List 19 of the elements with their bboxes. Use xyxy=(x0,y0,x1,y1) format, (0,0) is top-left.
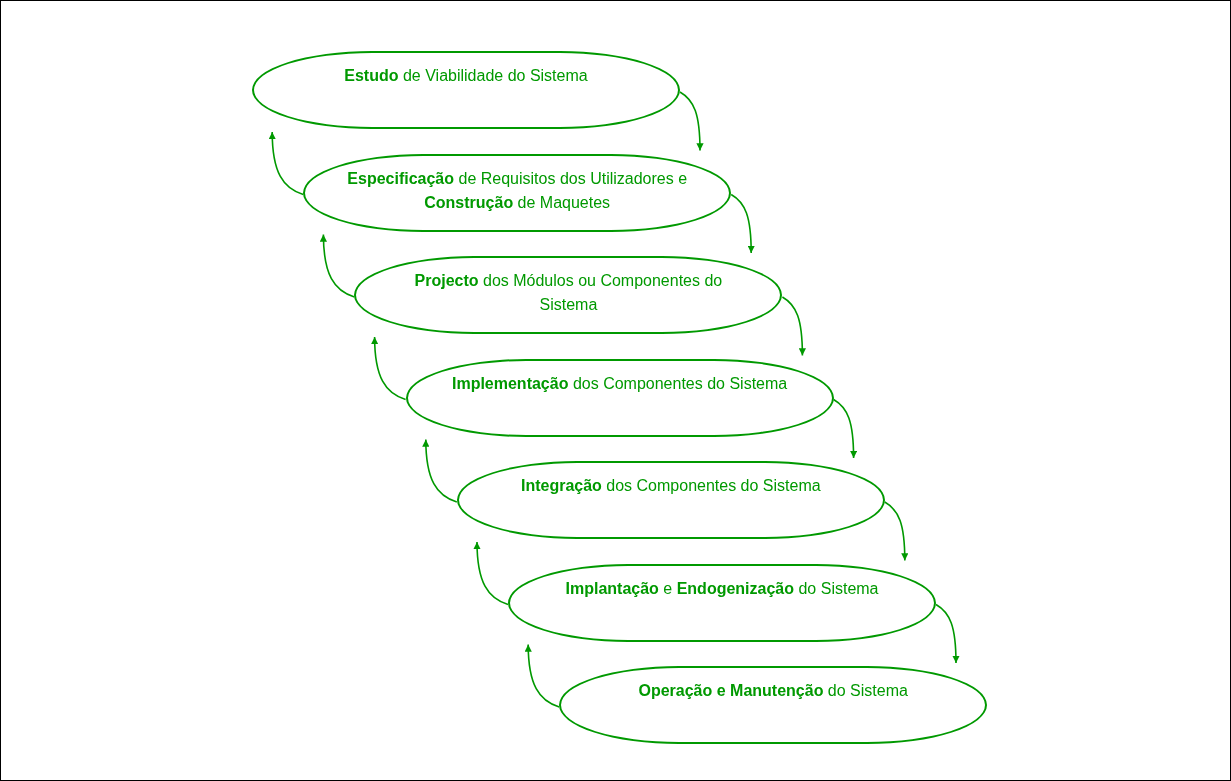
curved-arrow xyxy=(268,131,304,196)
stage-label: Integração dos Componentes do Sistema xyxy=(520,476,821,496)
stage-label: Implantação e Endogenização do Sistema xyxy=(565,578,879,599)
stage-label: Projecto dos Módulos ou Componentes do Sistema xyxy=(413,271,724,315)
curved-arrow xyxy=(422,438,458,503)
curved-arrow xyxy=(524,643,560,708)
curved-arrow xyxy=(884,501,909,562)
curved-arrow xyxy=(935,603,960,664)
stage-label: Implementação dos Componentes do Sistema xyxy=(451,373,788,394)
curved-arrow xyxy=(730,193,755,254)
curved-arrow xyxy=(319,233,356,298)
curved-arrow xyxy=(832,398,858,459)
curved-arrow xyxy=(679,91,704,152)
curved-arrow xyxy=(473,541,509,606)
stage-label: Estudo de Viabilidade do Sistema xyxy=(344,66,588,86)
curved-arrow xyxy=(371,336,407,401)
stage-label: Operação e Manutenção do Sistema xyxy=(638,681,908,701)
curved-arrow xyxy=(781,296,806,357)
stage-label: Especificação de Requisitos dos Utilizadores e Construção de Maquetes xyxy=(346,168,689,213)
